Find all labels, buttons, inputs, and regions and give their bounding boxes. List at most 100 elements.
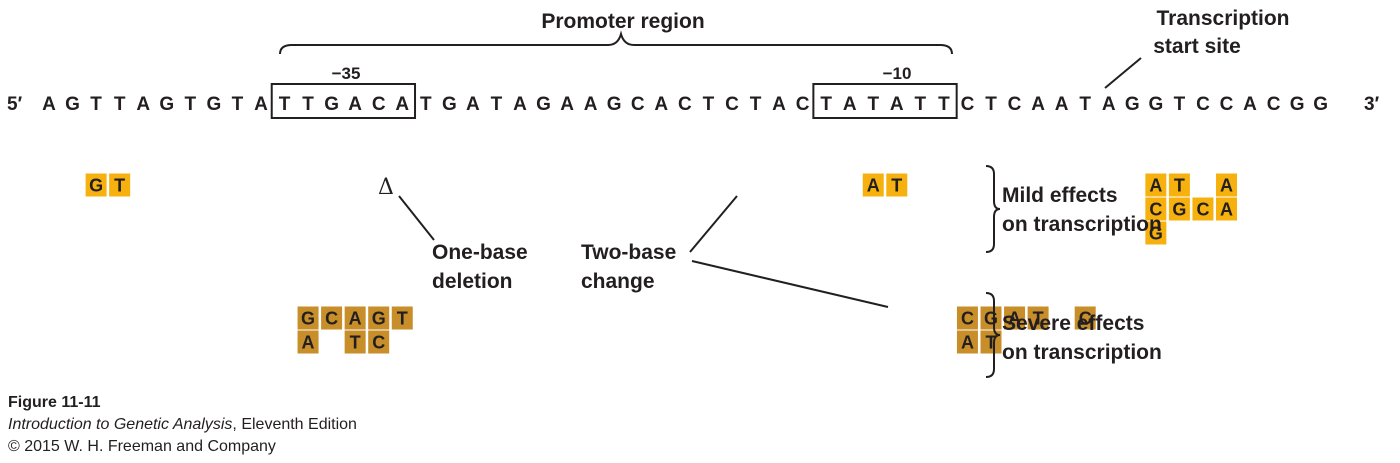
severe-mutation-tile: A <box>1004 306 1026 330</box>
sequence-base: C <box>1008 94 1022 115</box>
sequence-base: A <box>254 94 268 115</box>
sequence-base: G <box>65 94 80 115</box>
promoter-region-label: Promoter region <box>541 10 704 33</box>
sequence-base: T <box>491 94 503 115</box>
sequence-base: T <box>985 94 997 115</box>
severe-mutation-base: C <box>325 309 338 329</box>
severe-mutation-base: A <box>1008 309 1021 329</box>
mild-mutation-tile: C <box>1145 197 1167 221</box>
sequence-base: A <box>772 94 786 115</box>
mild-mutation-tile: A <box>1216 197 1237 221</box>
sequence-base: C <box>1220 94 1234 115</box>
sequence-base: T <box>703 94 715 115</box>
sequence-base: C <box>725 94 739 115</box>
severe-mutation-base: G <box>301 309 315 329</box>
sequence-base: C <box>372 94 386 115</box>
sequence-base: G <box>1313 94 1328 115</box>
severe-mutation-tile-bg <box>321 306 343 330</box>
mild-mutation-tile: A <box>1216 173 1237 197</box>
mild-mutation-tile: A <box>1145 173 1167 197</box>
severe-mutation-tile-bg <box>980 306 1002 330</box>
mild-mutation-tile-bg <box>1168 173 1190 197</box>
mild-mutation-base: A <box>1220 176 1233 196</box>
sequence-base: C <box>1267 94 1281 115</box>
mild-mutation-base: T <box>1174 176 1185 196</box>
severe-mutation-base: G <box>372 309 386 329</box>
minus10-label: −10 <box>883 64 912 83</box>
severe-mutation-tile-bg <box>297 330 319 354</box>
sequence-base: T <box>867 94 879 115</box>
mild-mutation-tile-bg <box>1145 197 1167 221</box>
severe-mutation-tile: G <box>980 306 1002 330</box>
sequence-base: C <box>1196 94 1210 115</box>
sequence-base: T <box>114 94 126 115</box>
sequence-base: T <box>90 94 102 115</box>
mild-mutation-tile-bg <box>109 173 131 197</box>
sequence-base: G <box>607 94 622 115</box>
mild-mutation-base: G <box>1149 224 1163 244</box>
mild-effects-bracket <box>985 165 1001 253</box>
sequence-base: A <box>466 94 480 115</box>
sequence-base: A <box>1243 94 1257 115</box>
sequence-base: G <box>1290 94 1305 115</box>
severe-mutation-tile: G <box>368 306 390 330</box>
mild-mutation-tile-bg <box>1216 197 1237 221</box>
severe-mutation-tile: C <box>368 330 390 354</box>
severe-mutation-base: A <box>961 333 974 353</box>
sequence-base: A <box>890 94 904 115</box>
mild-mutation-tile-bg <box>1145 173 1167 197</box>
sequence-base: A <box>560 94 574 115</box>
figure-source: Introduction to Genetic Analysis, Eleven… <box>8 414 357 436</box>
mild-mutation-tile-bg <box>862 173 884 197</box>
severe-effects-label-line2: on transcription <box>1002 341 1162 364</box>
deletion-delta-symbol: Δ <box>378 175 394 200</box>
severe-mutation-base: T <box>350 333 361 353</box>
sequence-base: T <box>420 94 432 115</box>
mild-mutation-base: C <box>1196 200 1209 220</box>
severe-mutation-tile-bg <box>391 306 413 330</box>
sequence-base: A <box>42 94 56 115</box>
box-minus10 <box>812 83 958 119</box>
mild-mutation-tile-bg <box>886 173 908 197</box>
figure-caption: Figure 11-11 Introduction to Genetic Ana… <box>8 392 357 458</box>
mild-mutation-tile: C <box>1192 197 1214 221</box>
figure-number: Figure 11-11 <box>8 394 101 411</box>
mild-mutation-base: A <box>867 176 880 196</box>
severe-mutation-tile: A <box>344 306 366 330</box>
one-base-label-line1: One-base <box>432 241 528 264</box>
sequence-base: T <box>302 94 314 115</box>
sequence-base: A <box>513 94 527 115</box>
deletion-leader-line <box>398 195 435 241</box>
sequence-base: A <box>395 94 409 115</box>
sequence-base: A <box>654 94 668 115</box>
severe-mutation-tile-bg <box>1027 306 1049 330</box>
severe-mutation-tile: C <box>956 306 978 330</box>
sequence-base: A <box>348 94 362 115</box>
two-base-label-line1: Two-base <box>581 241 676 264</box>
mild-mutation-tile: G <box>1168 197 1190 221</box>
severe-mutation-tile-bg <box>344 330 366 354</box>
mild-mutation-tile-bg <box>1145 221 1167 245</box>
mild-mutation-base: G <box>89 176 103 196</box>
severe-mutation-tile: A <box>956 330 978 354</box>
severe-mutation-tile: T <box>1027 306 1049 330</box>
severe-mutation-base: A <box>302 333 315 353</box>
severe-mutation-base: T <box>397 309 408 329</box>
sequence-base: A <box>1055 94 1069 115</box>
severe-effects-label-line1: Severe effects <box>1002 312 1144 335</box>
three-prime-label: 3′ <box>1364 94 1380 115</box>
sequence-base: C <box>631 94 645 115</box>
sequence-base: G <box>159 94 174 115</box>
severe-mutation-tile: T <box>344 330 366 354</box>
mild-mutation-tile: G <box>1145 221 1167 245</box>
sequence-base: G <box>206 94 221 115</box>
sequence-base: T <box>820 94 832 115</box>
mild-mutation-base: A <box>1220 200 1233 220</box>
severe-mutation-tile: G <box>297 306 319 330</box>
sequence-base: A <box>1031 94 1045 115</box>
severe-mutation-base: C <box>372 333 385 353</box>
sequence-base: C <box>961 94 975 115</box>
